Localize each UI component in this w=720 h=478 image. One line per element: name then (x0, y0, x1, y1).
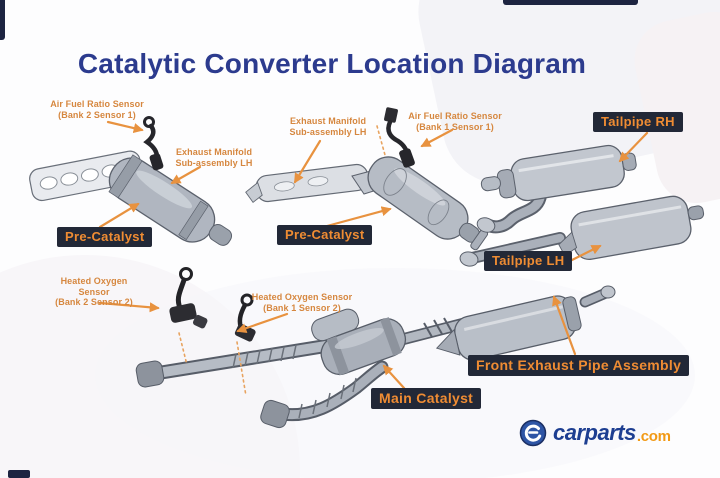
badge-front-exhaust-pipe-assembly: Front Exhaust Pipe Assembly (468, 355, 690, 376)
air-fuel-ratio-sensor-b2s1-part (143, 116, 164, 171)
bottom-edge-accent (8, 470, 30, 478)
part-label-heated-oxygen-sensor-b1s2: Heated Oxygen Sensor (Bank 1 Sensor 2) (251, 292, 353, 313)
top-edge-accent (503, 0, 638, 5)
leader-arrows (98, 120, 649, 390)
part-label-air-fuel-ratio-sensor-b2s1: Air Fuel Ratio Sensor (Bank 2 Sensor 1) (50, 99, 144, 120)
heated-oxygen-sensor-b2s2-part (169, 267, 208, 329)
tailpipe-rh-assembly (476, 144, 637, 234)
part-label-heated-oxygen-sensor-b2s2: Heated Oxygen Sensor (Bank 2 Sensor 2) (55, 276, 133, 308)
carparts-logo-icon (519, 419, 547, 447)
middle-precatalyst-assembly (245, 107, 489, 251)
main-catalyst-part (311, 308, 407, 376)
part-label-exhaust-manifold-middle: Exhaust Manifold Sub-assembly LH (289, 116, 367, 137)
badge-tailpipe-rh: Tailpipe RH (593, 112, 683, 132)
carparts-logo: carparts .com (519, 419, 671, 447)
brand-name: carparts (553, 420, 636, 445)
part-label-air-fuel-ratio-sensor-b1s1: Air Fuel Ratio Sensor (Bank 1 Sensor 1) (408, 111, 502, 132)
left-edge-accent (0, 0, 5, 40)
dotted-connectors (178, 125, 386, 397)
front-exhaust-pipe-assembly-illustration (135, 267, 616, 429)
badge-tailpipe-lh: Tailpipe LH (484, 251, 573, 271)
badge-pre-catalyst-left: Pre-Catalyst (57, 227, 153, 247)
badge-pre-catalyst-middle: Pre-Catalyst (277, 225, 373, 245)
page-title: Catalytic Converter Location Diagram (77, 48, 587, 79)
badge-main-catalyst: Main Catalyst (371, 388, 482, 409)
brand-tld: .com (636, 427, 671, 445)
left-precatalyst-assembly (29, 116, 233, 246)
air-fuel-ratio-sensor-b1s1-part (384, 107, 415, 168)
part-label-exhaust-manifold-left: Exhaust Manifold Sub-assembly LH (175, 147, 253, 168)
